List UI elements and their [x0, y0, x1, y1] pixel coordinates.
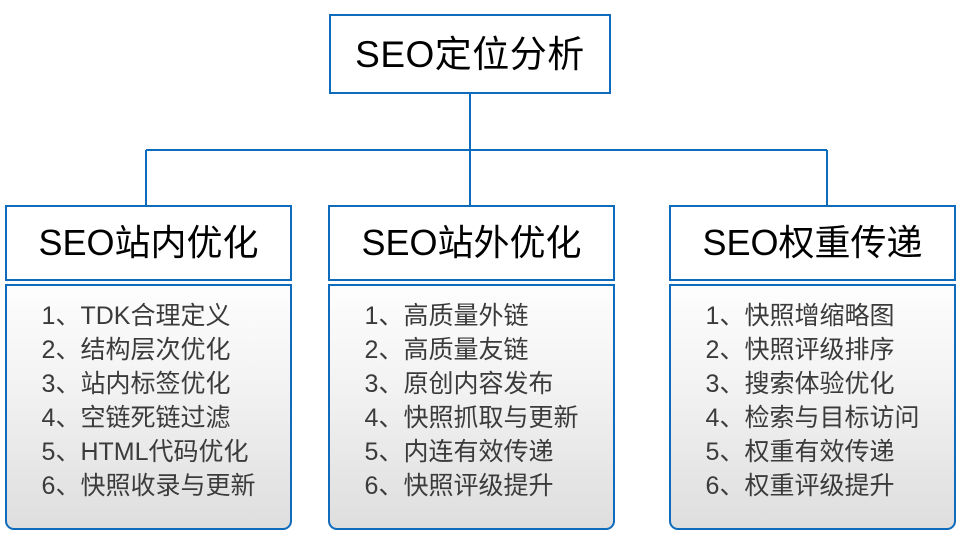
branch-body-3: 1、快照增缩略图 2、快照评级排序 3、搜索体验优化 4、检索与目标访问 5、权… — [669, 284, 956, 530]
list-item: 2、高质量友链 — [364, 336, 529, 364]
list-item: 5、权重有效传递 — [705, 438, 895, 466]
list-item: 3、原创内容发布 — [364, 370, 554, 398]
branch-header-2[interactable]: SEO站外优化 — [328, 205, 615, 281]
list-item: 2、快照评级排序 — [705, 336, 895, 364]
branch-item-list-1: 1、TDK合理定义 2、结构层次优化 3、站内标签优化 4、空链死链过滤 5、H… — [42, 299, 256, 503]
list-item: 4、快照抓取与更新 — [364, 404, 579, 432]
list-item: 5、内连有效传递 — [364, 438, 554, 466]
list-item: 1、快照增缩略图 — [705, 302, 895, 330]
branch-header-3[interactable]: SEO权重传递 — [669, 205, 956, 281]
branch-column-2: SEO站外优化 1、高质量外链 2、高质量友链 3、原创内容发布 4、快照抓取与… — [328, 205, 615, 530]
branch-body-2: 1、高质量外链 2、高质量友链 3、原创内容发布 4、快照抓取与更新 5、内连有… — [328, 284, 615, 530]
branch-header-label-1: SEO站内优化 — [38, 222, 259, 263]
list-item: 3、站内标签优化 — [41, 370, 231, 398]
branch-body-1: 1、TDK合理定义 2、结构层次优化 3、站内标签优化 4、空链死链过滤 5、H… — [5, 284, 292, 530]
root-node[interactable]: SEO定位分析 — [329, 14, 611, 94]
branch-column-3: SEO权重传递 1、快照增缩略图 2、快照评级排序 3、搜索体验优化 4、检索与… — [669, 205, 956, 530]
list-item: 4、空链死链过滤 — [41, 404, 231, 432]
list-item: 2、结构层次优化 — [41, 336, 231, 364]
list-item: 6、快照收录与更新 — [41, 472, 256, 500]
list-item: 1、TDK合理定义 — [41, 302, 231, 330]
list-item: 1、高质量外链 — [364, 302, 529, 330]
list-item: 6、快照评级提升 — [364, 472, 554, 500]
branch-header-1[interactable]: SEO站内优化 — [5, 205, 292, 281]
list-item: 4、检索与目标访问 — [705, 404, 920, 432]
branch-column-1: SEO站内优化 1、TDK合理定义 2、结构层次优化 3、站内标签优化 4、空链… — [5, 205, 292, 530]
branch-header-label-3: SEO权重传递 — [702, 222, 923, 263]
list-item: 5、HTML代码优化 — [41, 438, 249, 466]
branch-header-label-2: SEO站外优化 — [361, 222, 582, 263]
list-item: 3、搜索体验优化 — [705, 370, 895, 398]
branch-item-list-2: 1、高质量外链 2、高质量友链 3、原创内容发布 4、快照抓取与更新 5、内连有… — [365, 299, 579, 503]
root-node-label: SEO定位分析 — [355, 33, 585, 75]
branch-item-list-3: 1、快照增缩略图 2、快照评级排序 3、搜索体验优化 4、检索与目标访问 5、权… — [706, 299, 920, 503]
list-item: 6、权重评级提升 — [705, 472, 895, 500]
